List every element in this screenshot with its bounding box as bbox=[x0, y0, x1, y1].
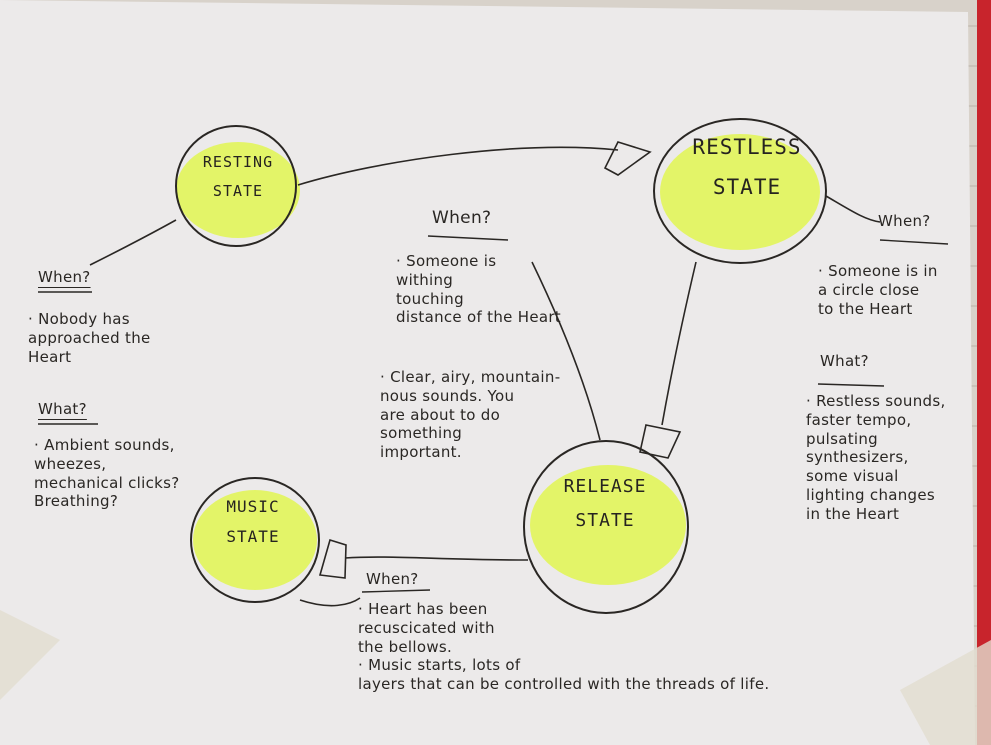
left-what-heading: What? bbox=[38, 400, 87, 418]
resting-state-label: RESTING STATE bbox=[202, 153, 274, 200]
center-when-heading: When? bbox=[432, 208, 492, 228]
restless-state-circle bbox=[653, 118, 827, 264]
restless-state-label: RESTLESS STATE bbox=[692, 135, 802, 199]
resting-state-circle bbox=[175, 125, 297, 247]
left-when-text: · Nobody has approached the Heart bbox=[28, 310, 151, 366]
release-state-label: RELEASE STATE bbox=[563, 476, 647, 532]
music-note-connector bbox=[299, 597, 361, 607]
release-to-music-arrow bbox=[344, 556, 529, 561]
music-state-label: MUSIC STATE bbox=[226, 497, 280, 547]
resting-note-connector bbox=[89, 219, 177, 266]
restless-note-connector bbox=[825, 195, 881, 223]
resting-to-restless-arrow bbox=[297, 146, 619, 186]
tape-bottom-left bbox=[0, 610, 60, 700]
right-what-text: · Restless sounds, faster tempo, pulsati… bbox=[806, 392, 946, 523]
restless-to-release-arrow bbox=[661, 261, 697, 426]
right-what-heading: What? bbox=[820, 352, 869, 370]
right-when-heading: When? bbox=[878, 212, 931, 230]
bottom-when-heading: When? bbox=[366, 570, 419, 588]
music-state-circle bbox=[190, 477, 320, 603]
release-state-circle bbox=[523, 440, 689, 614]
center-when-text: · Someone is withing touching distance o… bbox=[396, 252, 561, 327]
arrowhead-music bbox=[318, 538, 347, 579]
bottom-when-text: · Heart has been recuscicated with the b… bbox=[358, 600, 770, 693]
center-what-text: · Clear, airy, mountain- nous sounds. Yo… bbox=[380, 368, 561, 461]
highlights bbox=[176, 134, 820, 590]
center-note-connector bbox=[531, 261, 601, 441]
arrowhead-restless bbox=[603, 141, 652, 176]
right-when-text: · Someone is in a circle close to the He… bbox=[818, 262, 938, 318]
left-what-text: · Ambient sounds, wheezes, mechanical cl… bbox=[34, 436, 180, 511]
left-when-heading: When? bbox=[38, 268, 91, 286]
arrowhead-release bbox=[639, 424, 682, 459]
red-edge bbox=[977, 0, 991, 745]
tape-bottom-right bbox=[900, 640, 991, 745]
